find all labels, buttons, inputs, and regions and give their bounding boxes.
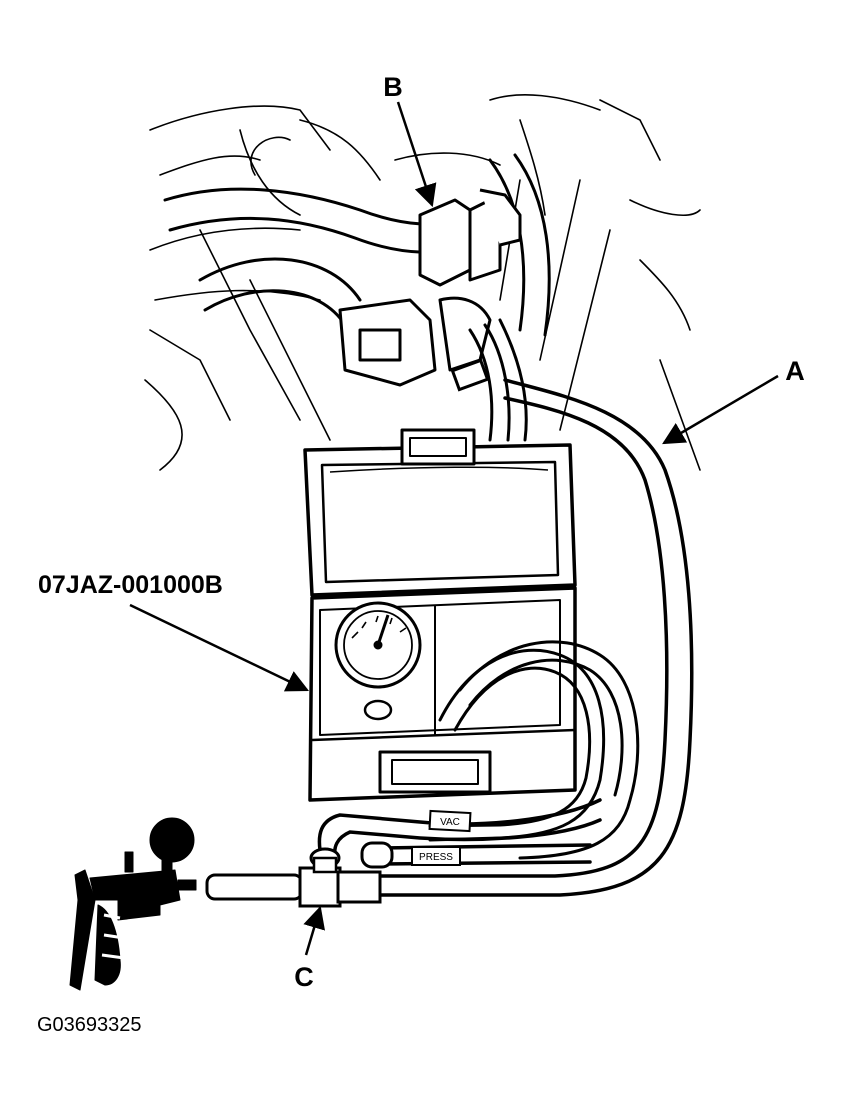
hose-tag-press: PRESS — [411, 846, 461, 866]
hose-clamp — [450, 358, 490, 392]
figure-id: G03693325 — [37, 1014, 142, 1036]
press-hose-end — [360, 841, 394, 869]
t-fitting-c — [205, 847, 382, 908]
leader-a — [662, 374, 779, 445]
vacuum-gauge — [334, 601, 422, 721]
vac-tag-label: VAC — [440, 817, 460, 828]
hand-vacuum-pump — [69, 817, 197, 991]
label-tool-part-number: 07JAZ-001000B — [38, 571, 223, 599]
engine-bay-background — [144, 94, 701, 471]
connector-b — [338, 188, 522, 387]
leader-tool — [129, 603, 310, 692]
label-a: A — [785, 356, 805, 386]
label-b: B — [383, 72, 403, 102]
label-c: C — [294, 962, 314, 992]
leader-c — [303, 905, 326, 956]
test-kit-case — [303, 428, 577, 802]
press-tag-label: PRESS — [419, 852, 453, 863]
leader-b — [396, 101, 437, 208]
leader-lines — [129, 101, 779, 956]
hose-tag-vac: VAC — [428, 809, 472, 833]
hose-a — [363, 378, 694, 897]
